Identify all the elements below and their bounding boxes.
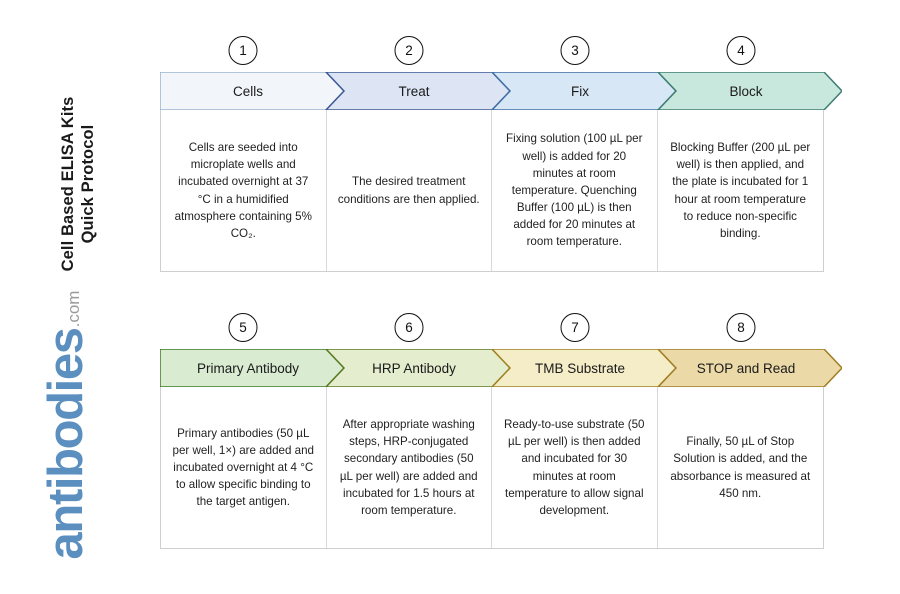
page-title-line-1: Cell Based ELISA Kits: [58, 96, 77, 272]
step-banner-label-text: TMB Substrate: [534, 360, 626, 376]
step-number-badge: 7: [560, 313, 590, 342]
step-banner-chevron[interactable]: [490, 72, 678, 110]
step-banner-label-text: Primary Antibody: [196, 360, 300, 376]
step-banner-label-text: Treat: [398, 83, 430, 99]
step-banner-chevron[interactable]: [324, 349, 512, 387]
step-banner-label[interactable]: Block: [658, 72, 824, 110]
step-description-cell: Ready-to-use substrate (50 µL per well) …: [492, 387, 658, 548]
step-banner-label-text: Block: [729, 83, 763, 99]
step-banner-label[interactable]: Fix: [492, 72, 658, 110]
step-number-badge: 2: [394, 36, 424, 65]
step-banner-label-text: STOP and Read: [696, 360, 796, 376]
step-banner-label-text: Cells: [232, 83, 263, 99]
step-description-strip: Cells are seeded into microplate wells a…: [160, 110, 824, 272]
step-description-text: Blocking Buffer (200 µL per well) is the…: [670, 141, 811, 240]
step-banner-label-text: HRP Antibody: [372, 360, 456, 376]
step-banner-label-text: Fix: [571, 83, 589, 99]
step-banner-label[interactable]: Cells: [160, 72, 326, 110]
step-banner-chevron[interactable]: [490, 349, 678, 387]
step-number-strip: 5 6 7 8: [160, 313, 824, 349]
step-description-text: Primary antibodies (50 µL per well, 1×) …: [172, 426, 314, 509]
step-banner-strip: Cells Treat Fix Block: [160, 72, 842, 116]
step-description-cell: Finally, 50 µL of Stop Solution is added…: [658, 387, 824, 548]
step-banner-label[interactable]: STOP and Read: [658, 349, 824, 387]
step-description-text: Ready-to-use substrate (50 µL per well) …: [504, 418, 645, 517]
step-banner-chevron[interactable]: [656, 72, 842, 110]
step-number-badge: 6: [394, 313, 424, 342]
step-banner-shapes: [160, 349, 842, 387]
step-number-strip: 1 2 3 4: [160, 36, 824, 72]
step-banner-label[interactable]: TMB Substrate: [492, 349, 658, 387]
step-description-text: The desired treatment conditions are the…: [337, 175, 480, 206]
step-description-cell: After appropriate washing steps, HRP-con…: [327, 387, 492, 548]
step-description-cell: Primary antibodies (50 µL per well, 1×) …: [161, 387, 327, 548]
brand-logo: antibodies .com: [30, 275, 94, 575]
step-description-cell: The desired treatment conditions are the…: [327, 110, 492, 271]
step-number-badge: 3: [560, 36, 590, 65]
step-banner-label[interactable]: HRP Antibody: [326, 349, 492, 387]
step-description-text: Cells are seeded into microplate wells a…: [174, 141, 312, 240]
step-banner-label[interactable]: Treat: [326, 72, 492, 110]
step-description-cell: Cells are seeded into microplate wells a…: [161, 110, 327, 271]
step-banner-label[interactable]: Primary Antibody: [160, 349, 326, 387]
step-description-strip: Primary antibodies (50 µL per well, 1×) …: [160, 387, 824, 549]
step-banner-chevron[interactable]: [324, 72, 512, 110]
step-number-badge: 4: [726, 36, 756, 65]
step-description-text: After appropriate washing steps, HRP-con…: [339, 418, 478, 517]
step-banner-chevron[interactable]: [656, 349, 842, 387]
brand-logo-tld: .com: [64, 290, 83, 328]
step-number-badge: 1: [228, 36, 258, 65]
step-banner-shapes: [160, 72, 842, 110]
step-description-cell: Fixing solution (100 µL per well) is add…: [492, 110, 658, 271]
step-banner-strip: Primary Antibody HRP Antibody TMB Substrat…: [160, 349, 842, 393]
page-title-line-2: Quick Protocol: [79, 124, 97, 244]
brand-logo-wordmark: antibodies: [39, 328, 94, 560]
step-description-text: Fixing solution (100 µL per well) is add…: [506, 132, 643, 249]
step-description-text: Finally, 50 µL of Stop Solution is added…: [670, 435, 811, 500]
step-description-cell: Blocking Buffer (200 µL per well) is the…: [658, 110, 824, 271]
step-number-badge: 8: [726, 313, 756, 342]
step-number-badge: 5: [228, 313, 258, 342]
